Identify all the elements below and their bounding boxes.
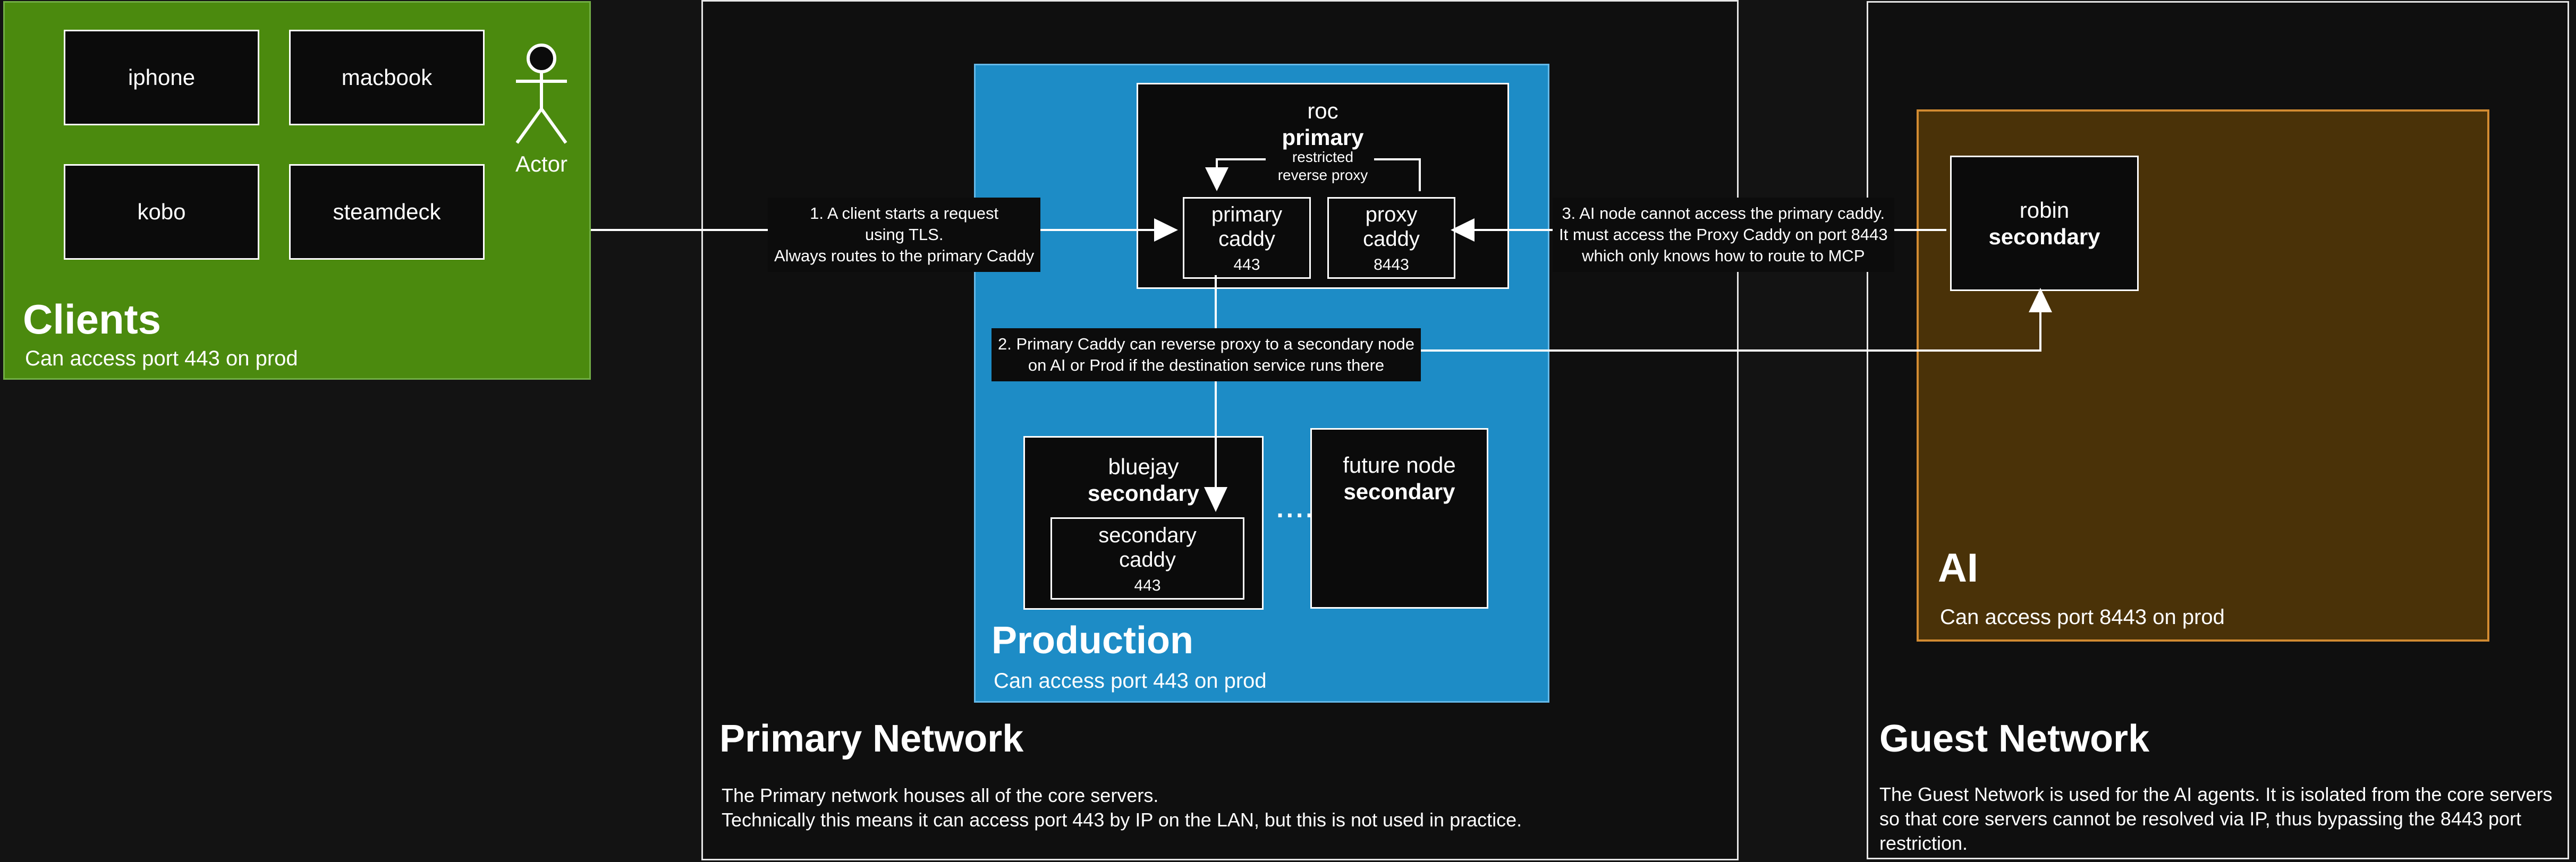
ai-group: robin secondary AI Can access port 8443 … — [1917, 109, 2489, 642]
node-primary-caddy: primary caddy 443 — [1183, 197, 1311, 279]
node-label: steamdeck — [333, 199, 441, 224]
node-label: macbook — [341, 65, 433, 90]
node-name: roc — [1307, 98, 1338, 123]
node-bluejay: bluejay secondary secondary caddy 443 — [1023, 436, 1264, 610]
node-roc: roc primary restricted reverse proxy pri… — [1137, 83, 1509, 289]
clients-subtitle: Can access port 443 on prod — [25, 347, 298, 370]
node-iphone: iphone — [64, 30, 259, 125]
ellipsis-label: .... — [1276, 495, 1316, 523]
node-proxy-caddy: proxy caddy 8443 — [1327, 197, 1455, 279]
clients-group: iphone macbook kobo steamdeck Actor Clie… — [3, 1, 591, 380]
guest-network-title: Guest Network — [1879, 718, 2150, 760]
guest-network-group: robin secondary AI Can access port 8443 … — [1867, 1, 2569, 859]
node-kobo: kobo — [64, 164, 259, 260]
annotation-1: 1. A client starts a request using TLS. … — [768, 198, 1041, 272]
node-name: bluejay — [1108, 454, 1179, 479]
guest-network-description: The Guest Network is used for the AI age… — [1879, 783, 2553, 854]
actor-label: Actor — [515, 151, 568, 176]
node-role: secondary — [1988, 224, 2100, 249]
node-steamdeck: steamdeck — [289, 164, 485, 260]
node-secondary-caddy: secondary caddy 443 — [1050, 517, 1244, 600]
annotation-3: 3. AI node cannot access the primary cad… — [1553, 198, 1894, 272]
actor-icon — [515, 44, 567, 144]
port-label: 443 — [1134, 576, 1161, 594]
node-macbook: macbook — [289, 30, 485, 125]
node-label: kobo — [137, 199, 186, 224]
node-robin: robin secondary — [1950, 156, 2139, 291]
node-role: primary — [1282, 125, 1364, 150]
annotation-2: 2. Primary Caddy can reverse proxy to a … — [992, 328, 1421, 381]
production-subtitle: Can access port 443 on prod — [994, 669, 1267, 693]
node-name: future node — [1343, 453, 1456, 477]
primary-network-description: The Primary network houses all of the co… — [722, 784, 1522, 831]
production-group: roc primary restricted reverse proxy pri… — [974, 64, 1549, 703]
primary-network-group: roc primary restricted reverse proxy pri… — [701, 0, 1739, 860]
ai-title: AI — [1938, 545, 1978, 591]
node-label: iphone — [128, 65, 196, 90]
node-role: secondary — [1343, 479, 1455, 504]
node-future: future node secondary — [1310, 428, 1488, 609]
reverse-proxy-link-label: restricted reverse proxy — [1277, 149, 1368, 183]
port-label: 8443 — [1374, 256, 1409, 274]
node-name: robin — [2019, 197, 2070, 223]
node-role: secondary — [1087, 481, 1200, 506]
production-title: Production — [992, 619, 1193, 662]
clients-title: Clients — [23, 296, 162, 343]
ai-subtitle: Can access port 8443 on prod — [1940, 605, 2225, 629]
primary-network-title: Primary Network — [719, 718, 1024, 760]
port-label: 443 — [1233, 256, 1260, 274]
